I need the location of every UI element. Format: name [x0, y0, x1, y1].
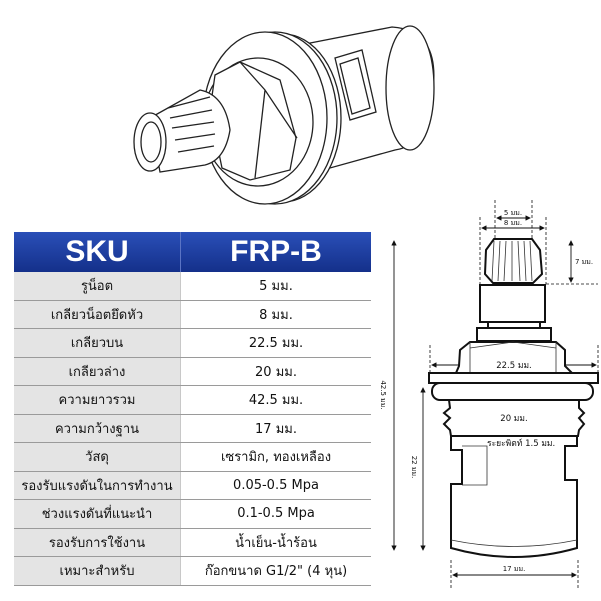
row-label: เกลียวล่าง	[14, 357, 181, 386]
row-label: รองรับการใช้งาน	[14, 528, 181, 557]
dim-lower-thread-label: 20 มม.	[500, 414, 527, 424]
dim-pitch-label: ระยะพิตท์ 1.5 มม.	[487, 438, 555, 449]
row-label: เกลียวบน	[14, 328, 181, 358]
row-value: 42.5 มม.	[180, 385, 371, 415]
table-row: รองรับการใช้งานน้ำเย็น-น้ำร้อน	[14, 528, 371, 557]
row-value: ก๊อกขนาด G1/2" (4 หุน)	[180, 556, 371, 586]
row-value: 8 มม.	[180, 300, 371, 329]
valve-cartridge-illustration	[133, 25, 435, 205]
dim-spline-label: 8 มม.	[504, 219, 522, 227]
row-value: เซรามิก, ทองเหลือง	[180, 442, 371, 472]
row-label: เหมาะสำหรับ	[14, 556, 181, 586]
row-label: รองรับแรงดันในการทำงาน	[14, 471, 181, 500]
dim-upper-thread-label: 22.5 มม.	[496, 361, 532, 371]
dim-hole-label: 5 มม.	[504, 209, 522, 217]
sku-header-value: FRP-B	[180, 232, 371, 272]
table-header-row: SKU FRP-B	[14, 232, 371, 272]
table-row: วัสดุเซรามิก, ทองเหลือง	[14, 442, 371, 472]
table-row: เหมาะสำหรับก๊อกขนาด G1/2" (4 หุน)	[14, 556, 371, 586]
row-label: ความกว้างฐาน	[14, 414, 181, 443]
row-value: 0.1-0.5 Mpa	[180, 499, 371, 529]
row-value: 20 มม.	[180, 357, 371, 386]
sku-header-label: SKU	[14, 232, 181, 272]
row-value: 0.05-0.5 Mpa	[180, 471, 371, 500]
row-value: 17 มม.	[180, 414, 371, 443]
row-value: 22.5 มม.	[180, 328, 371, 358]
row-value: น้ำเย็น-น้ำร้อน	[180, 528, 371, 557]
dim-base-width-label: 17 มม.	[503, 565, 526, 573]
row-label: วัสดุ	[14, 442, 181, 472]
row-label: ความยาวรวม	[14, 385, 181, 415]
dim-body-length-label: 22 มม.	[410, 456, 418, 479]
row-label: ช่วงแรงดันที่แนะนำ	[14, 499, 181, 529]
row-label: รูน็อต	[14, 272, 181, 301]
dim-total-length-label: 42.5 มม.	[379, 380, 387, 409]
row-value: 5 มม.	[180, 272, 371, 301]
dim-spline-height-label: 7 มม.	[575, 258, 593, 266]
row-label: เกลียวน็อตยึดหัว	[14, 300, 181, 329]
